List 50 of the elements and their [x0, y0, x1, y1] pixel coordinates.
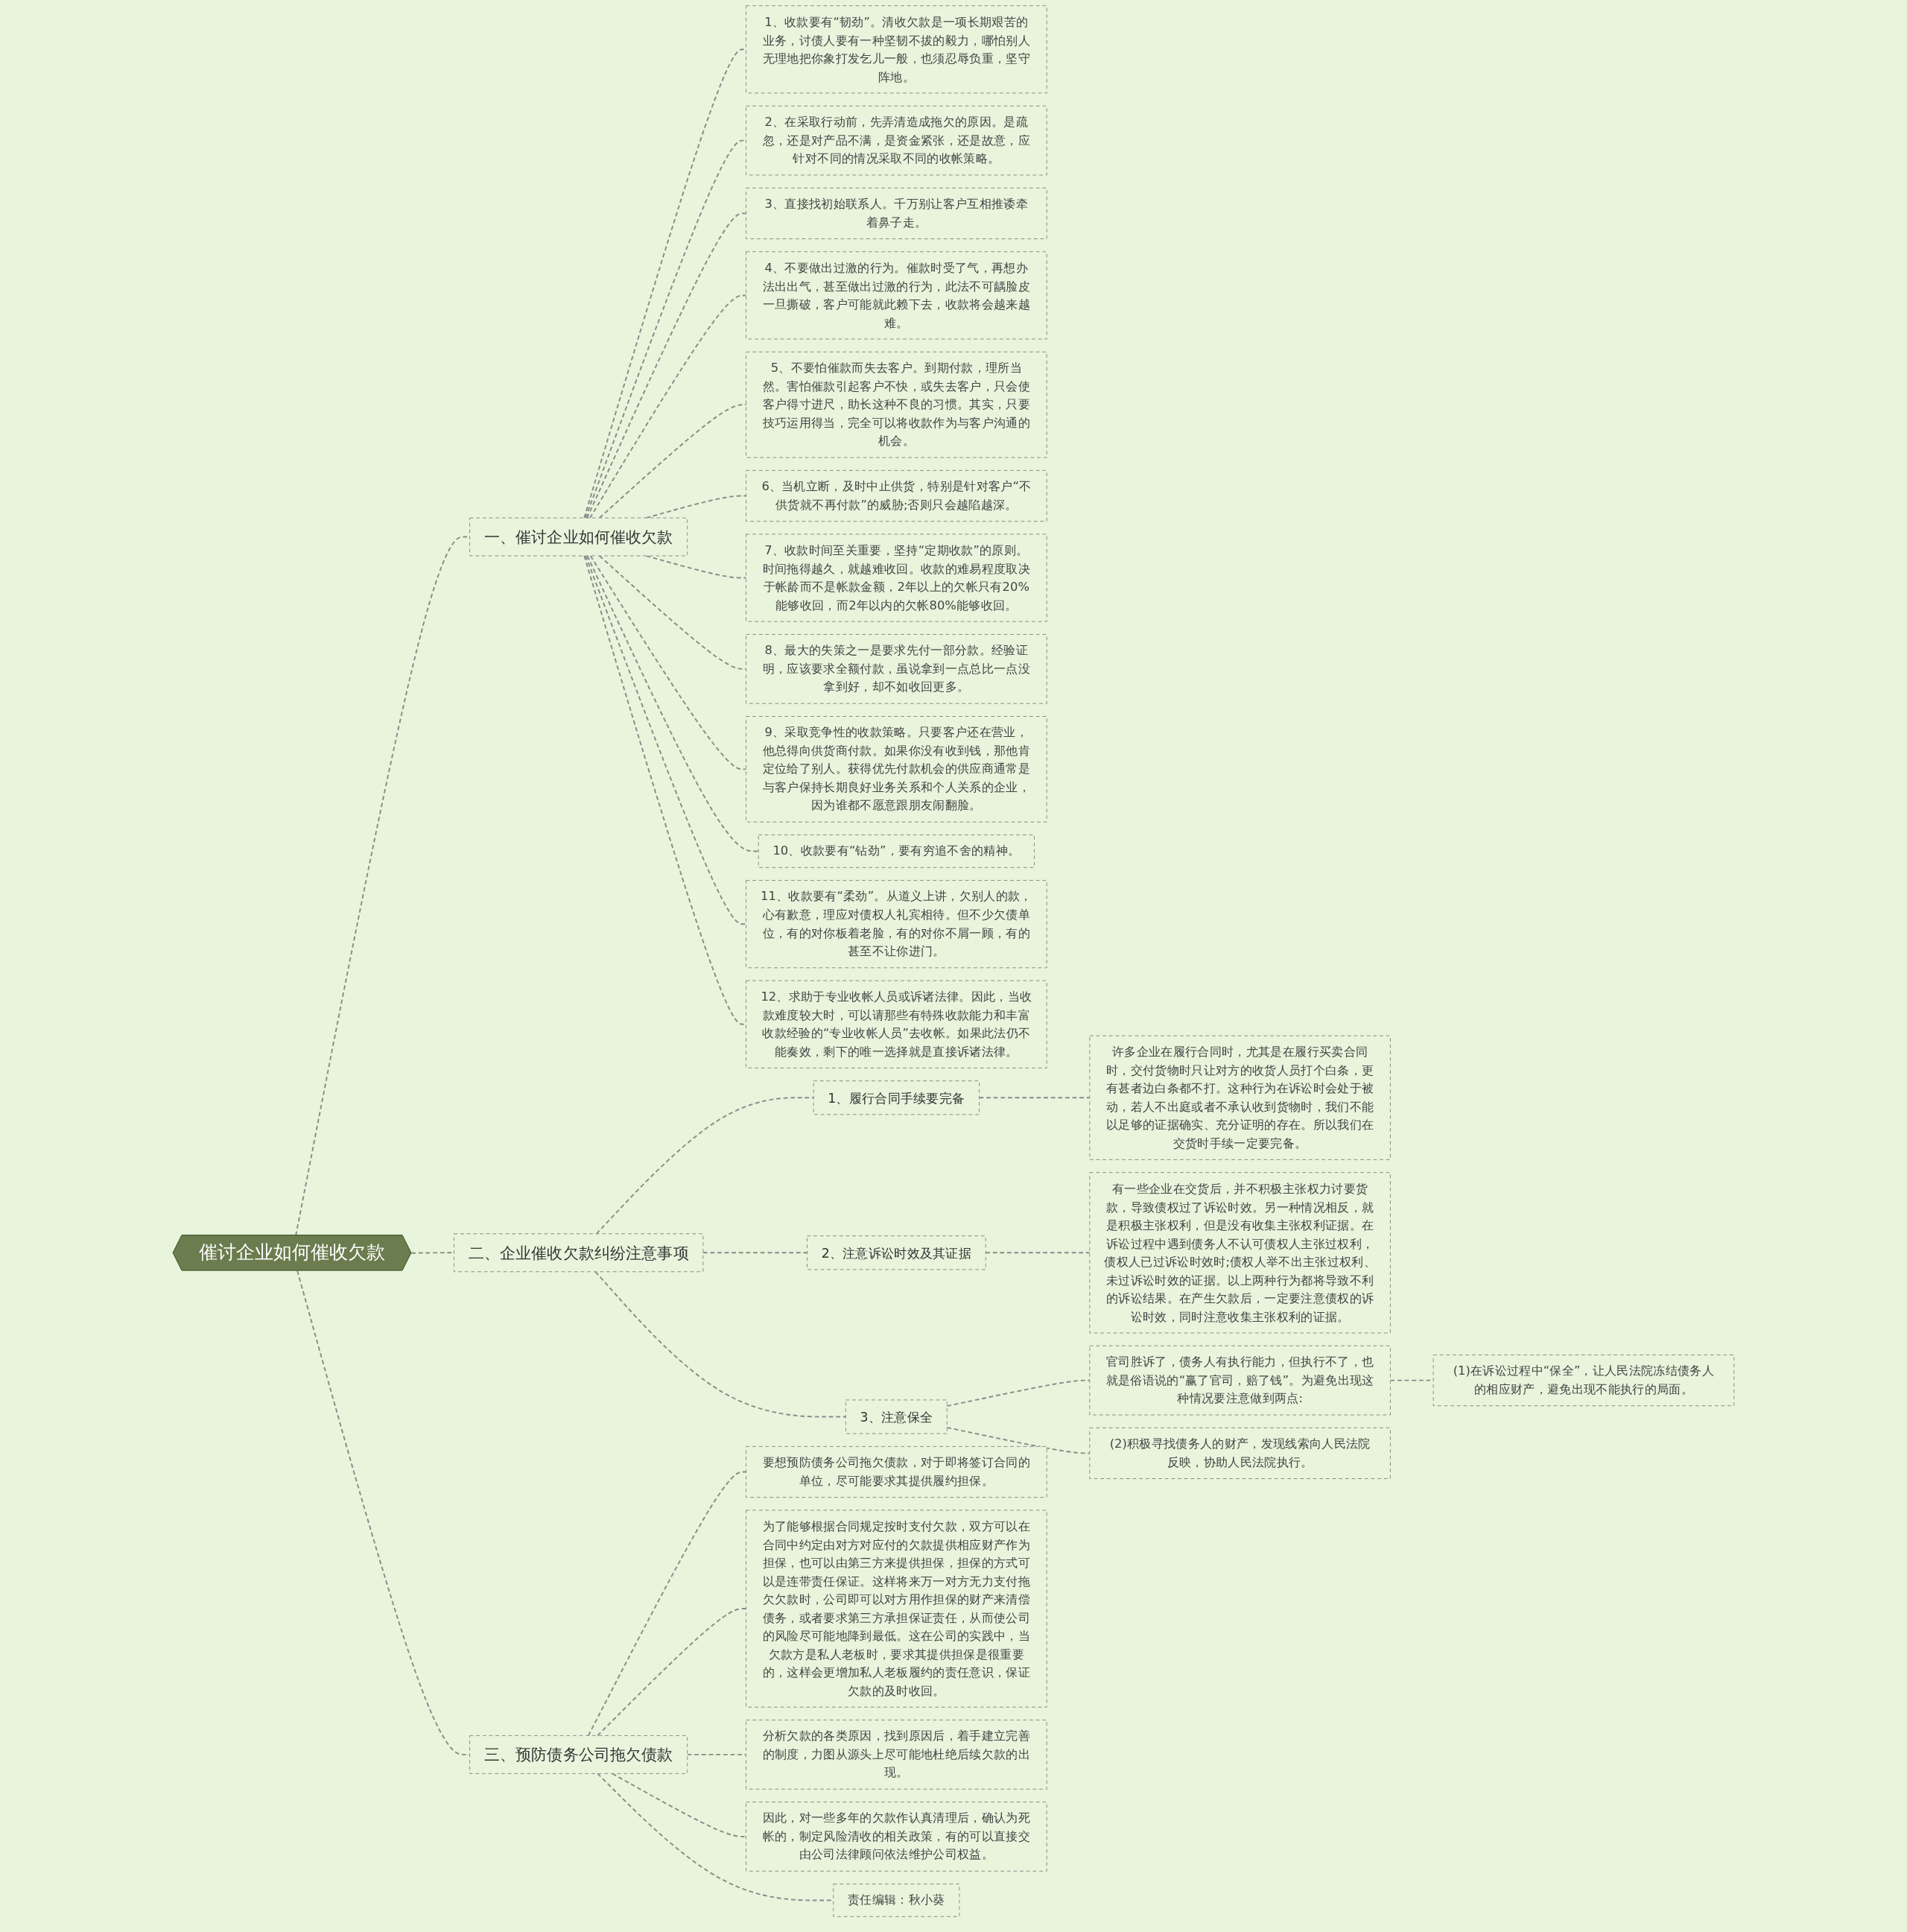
node-box: 7、收款时间至关重要，坚持“定期收款”的原则。时间拖得越久，就越难收回。收款的难易程度取决于帐龄而不是帐款金额，2年以上的欠帐只有20%能够收回，而2年以内的欠帐80%能够收回。	[746, 533, 1047, 622]
node-box: 3、直接找初始联系人。千万别让客户互相推诿牵着鼻子走。	[746, 187, 1047, 239]
node-box: 4、不要做出过激的行为。催款时受了气，再想办法出出气，甚至做出过激的行为，此法不可龋脸皮一旦撕破，客户可能就此赖下去，收款将会越来越难。	[746, 251, 1047, 340]
connector	[589, 555, 747, 770]
node-box: 许多企业在履行合同时，尤其是在履行买卖合同时，交付货物时只让对方的收货人员打个白条，更有甚者边白条都不打。这种行为在诉讼时会处于被动，若人不出庭或者不承认收到货物时，我们不能以足够的证据确实、充分证明的存在。所以我们在交货时手续一定要完备。	[1089, 1035, 1391, 1160]
node-box: 分析欠款的各类原因，找到原因后，着手建立完善的制度，力图从源头上尽可能地杜绝后续欠款的出现。	[746, 1720, 1047, 1790]
node-box: 2、注意诉讼时效及其证据	[807, 1235, 986, 1270]
connector	[946, 1426, 1091, 1454]
connector	[583, 48, 747, 519]
connector	[978, 1097, 1091, 1099]
node-box: 官司胜诉了，债务人有执行能力，但执行不了，也就是俗语说的“赢了官司，赔了钱”。为避免出现这种情况要注意做到两点:	[1089, 1345, 1391, 1416]
connector	[597, 1608, 747, 1737]
node-box: 3、注意保全	[845, 1399, 948, 1434]
connector	[645, 495, 747, 519]
connector	[583, 555, 747, 1025]
node-box: 9、采取竞争性的收款策略。只要客户还在营业，他总得向供货商付款。如果你没有收到钱，那他肯定位给了别人。获得优先付款机会的供应商通常是与客户保持长期良好业务关系和个人关系的企业，因为谁都不愿意跟朋友闹翻脸。	[746, 716, 1047, 823]
connector	[589, 294, 747, 519]
node-box: 6、当机立断，及时中止供货，特别是针对客户“不供货就不再付款”的威胁;否则只会越陷越深。	[746, 469, 1047, 522]
node-box: 为了能够根据合同规定按时支付欠款，双方可以在合同中约定由对方对应付的欠款提供相应财产作为担保，也可以由第三方来提供担保，担保的方式可以是连带责任保证。这样将来万一对方无力支付拖欠欠款时，公司即可以对方用作担保的财产来清偿债务，或者要求第三方承担保证责任，从而使公司的风险尽可能地降到最低。这在公司的实践中，当欠款方是私人老板时，要求其提供担保是很重要的，这样会更增加私人老板履约的责任意识，保证欠款的及时收回。	[746, 1510, 1047, 1708]
node-box: 11、收款要有“柔劲”。从道义上讲，欠别人的款，心有歉意，理应对债权人礼宾相待。但不少欠债单位，有的对你板着老脸，有的对你不屑一顾，有的甚至不让你进门。	[746, 880, 1047, 969]
connector	[598, 404, 747, 519]
connector	[686, 1753, 747, 1755]
connector	[612, 1773, 747, 1837]
node-box: 责任编辑：秋小葵	[833, 1884, 960, 1917]
node-box: 三、预防债务公司拖欠债款	[469, 1735, 688, 1774]
connector	[587, 1471, 747, 1737]
node-box: 二、企业催收欠款纠纷注意事项	[453, 1233, 704, 1273]
connector	[585, 139, 747, 519]
connector	[946, 1379, 1091, 1407]
connector	[985, 1252, 1091, 1254]
node-box: 10、收款要有“钻劲”，要有穷追不舍的精神。	[758, 834, 1035, 868]
node-box: 8、最大的失策之一是要求先付一部分款。经验证明，应该要求全额付款，虽说拿到一点总比一点没拿到好，却不如收回更多。	[746, 634, 1047, 704]
connector	[598, 555, 747, 670]
connector	[586, 212, 747, 519]
node-box: 要想预防债务公司拖欠债款，对于即将签订合同的单位，尽可能要求其提供履约担保。	[746, 1445, 1047, 1498]
node-box: 一、催讨企业如何催收欠款	[469, 517, 688, 557]
node-box: 因此，对一些多年的欠款作认真清理后，确认为死帐的，制定风险清收的相关政策，有的可以直接交由公司法律顾问依法维护公司权益。	[746, 1802, 1047, 1872]
node-box: (1)在诉讼过程中“保全”，让人民法院冻结债务人的相应财产，避免出现不能执行的局面。	[1432, 1355, 1735, 1407]
node-box: 1、收款要有“韧劲”。清收欠款是一项长期艰苦的业务，讨债人要有一种坚韧不拔的毅力，哪怕别人无理地把你象打发乞儿一般，也须忍辱负重，坚守阵地。	[746, 5, 1047, 94]
node-box: 有一些企业在交货后，并不积极主张权力讨要货款，导致债权过了诉讼时效。另一种情况相反，就是积极主张权利，但是没有收集主张权利证据。在诉讼过程中遇到债务人不认可债权人主张过权利，债权人已过诉讼时效时;债权人举不出主张过权利、未过诉讼时效的证据。以上两种行为都将导致不利的诉讼结果。在产生欠款后，一定要注意债权的诉讼时效，同时注意收集主张权利的证据。	[1089, 1172, 1391, 1334]
node-box: 12、求助于专业收帐人员或诉诸法律。因此，当收款难度较大时，可以请那些有特殊收款能力和丰富收款经验的“专业收帐人员”去收帐。如果此法仍不能奏效，剩下的唯一选择就是直接诉诸法律。	[746, 980, 1047, 1068]
node-box: (2)积极寻找债务人的财产，发现线索向人民法院反映，协助人民法院执行。	[1089, 1427, 1391, 1479]
node-box: 1、履行合同手续要完备	[813, 1080, 980, 1115]
connector	[702, 1252, 808, 1254]
connector	[594, 1270, 847, 1418]
node-box: 5、不要怕催款而失去客户。到期付款，理所当然。害怕催款引起客户不快，或失去客户，只会使客户得寸进尺，助长这种不良的习惯。其实，只要技巧运用得当，完全可以将收款作为与客户沟通的机会。	[746, 351, 1047, 458]
node-box: 2、在采取行动前，先弄清造成拖欠的原因。是疏忽，还是对产品不满，是资金紧张，还是故意，应针对不同的情况采取不同的收帐策略。	[746, 105, 1047, 176]
connector	[585, 555, 747, 925]
connector	[586, 555, 760, 852]
connector	[595, 1097, 815, 1235]
